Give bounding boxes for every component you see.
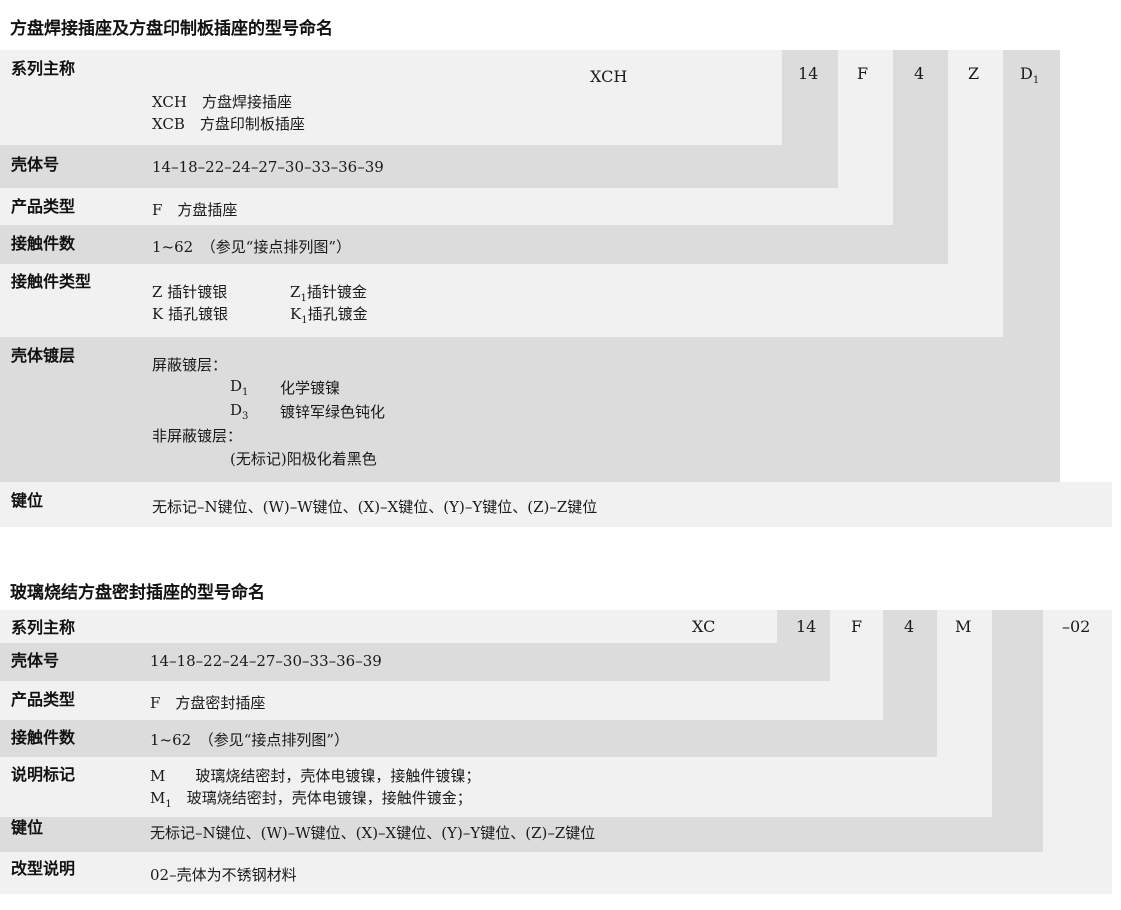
plating-d1-code: D1 (230, 377, 249, 398)
code-shell: 14 (798, 64, 819, 83)
band2-mod (0, 852, 1112, 894)
code2-series: XC (692, 617, 716, 636)
code-plating: D1 (1020, 64, 1040, 87)
label2-notes: 说明标记 (11, 765, 76, 784)
contacts2-text: 1~62 （参见“接点排列图”） (150, 731, 350, 749)
shell2-text: 14–18–22–24–27–30–33–36–39 (150, 652, 382, 670)
label-contacts: 接触件数 (11, 234, 76, 253)
type2-text: F 方盘密封插座 (150, 694, 266, 712)
key2-text: 无标记–N键位、(W)–W键位、(X)–X键位、(Y)–Y键位、(Z)–Z键位 (150, 824, 596, 842)
series-line-2: XCB 方盘印制板插座 (152, 115, 305, 133)
shell-text: 14–18–22–24–27–30–33–36–39 (152, 158, 384, 176)
section2-title: 玻璃烧结方盘密封插座的型号命名 (10, 583, 265, 603)
code-contact-type: Z (968, 64, 980, 83)
band-series (0, 50, 782, 145)
plating-shield: 屏蔽镀层： (152, 356, 228, 374)
contacts-text: 1~62 （参见“接点排列图”） (152, 238, 352, 256)
contact-type-k1: K1插孔镀金 (290, 305, 368, 326)
code2-notes: M (955, 617, 972, 636)
band2-series (0, 610, 777, 643)
type-text: F 方盘插座 (152, 201, 238, 219)
code2-mod: –02 (1062, 617, 1091, 636)
plating-d3-code: D3 (230, 401, 249, 422)
contact-type-z: Z 插针镀银 (152, 283, 228, 301)
contact-type-z1: Z1插针镀金 (290, 283, 367, 304)
label2-contacts: 接触件数 (11, 728, 76, 747)
band2-key-row (0, 817, 1043, 852)
contact-type-k: K 插孔镀银 (152, 305, 228, 323)
section1-title: 方盘焊接插座及方盘印制板插座的型号命名 (10, 19, 333, 39)
code2-type: F (851, 617, 863, 636)
label2-key: 键位 (11, 818, 44, 837)
label-key: 键位 (11, 491, 44, 510)
label-shell: 壳体号 (11, 155, 60, 174)
label2-shell: 壳体号 (11, 651, 60, 670)
code-series: XCH (590, 67, 628, 86)
plating-d1-text: 化学镀镍 (280, 379, 341, 397)
plating-none: (无标记)阳极化着黑色 (230, 450, 377, 468)
label-contact-type: 接触件类型 (11, 272, 92, 291)
notes2-m: M 玻璃烧结密封，壳体电镀镍，接触件镀镍； (150, 767, 481, 785)
series-line-1: XCH 方盘焊接插座 (152, 93, 292, 111)
label-type: 产品类型 (11, 197, 76, 216)
code2-shell: 14 (796, 617, 817, 636)
key-text: 无标记–N键位、(W)–W键位、(X)–X键位、(Y)–Y键位、(Z)–Z键位 (152, 498, 598, 516)
band-key (0, 482, 1112, 527)
plating-nonshield: 非屏蔽镀层： (152, 427, 243, 445)
label2-type: 产品类型 (11, 690, 76, 709)
notes2-m1: M1 玻璃烧结密封，壳体电镀镍，接触件镀金； (150, 789, 472, 810)
label-series: 系列主称 (11, 59, 76, 78)
plating-d3-text: 镀锌军绿色钝化 (280, 403, 386, 421)
code2-contacts: 4 (904, 617, 915, 636)
mod2-text: 02–壳体为不锈钢材料 (150, 866, 297, 884)
label-plating: 壳体镀层 (11, 346, 76, 365)
label2-mod: 改型说明 (11, 859, 76, 878)
code-contacts: 4 (914, 64, 925, 83)
code-type: F (857, 64, 869, 83)
label2-series: 系列主称 (11, 618, 76, 637)
